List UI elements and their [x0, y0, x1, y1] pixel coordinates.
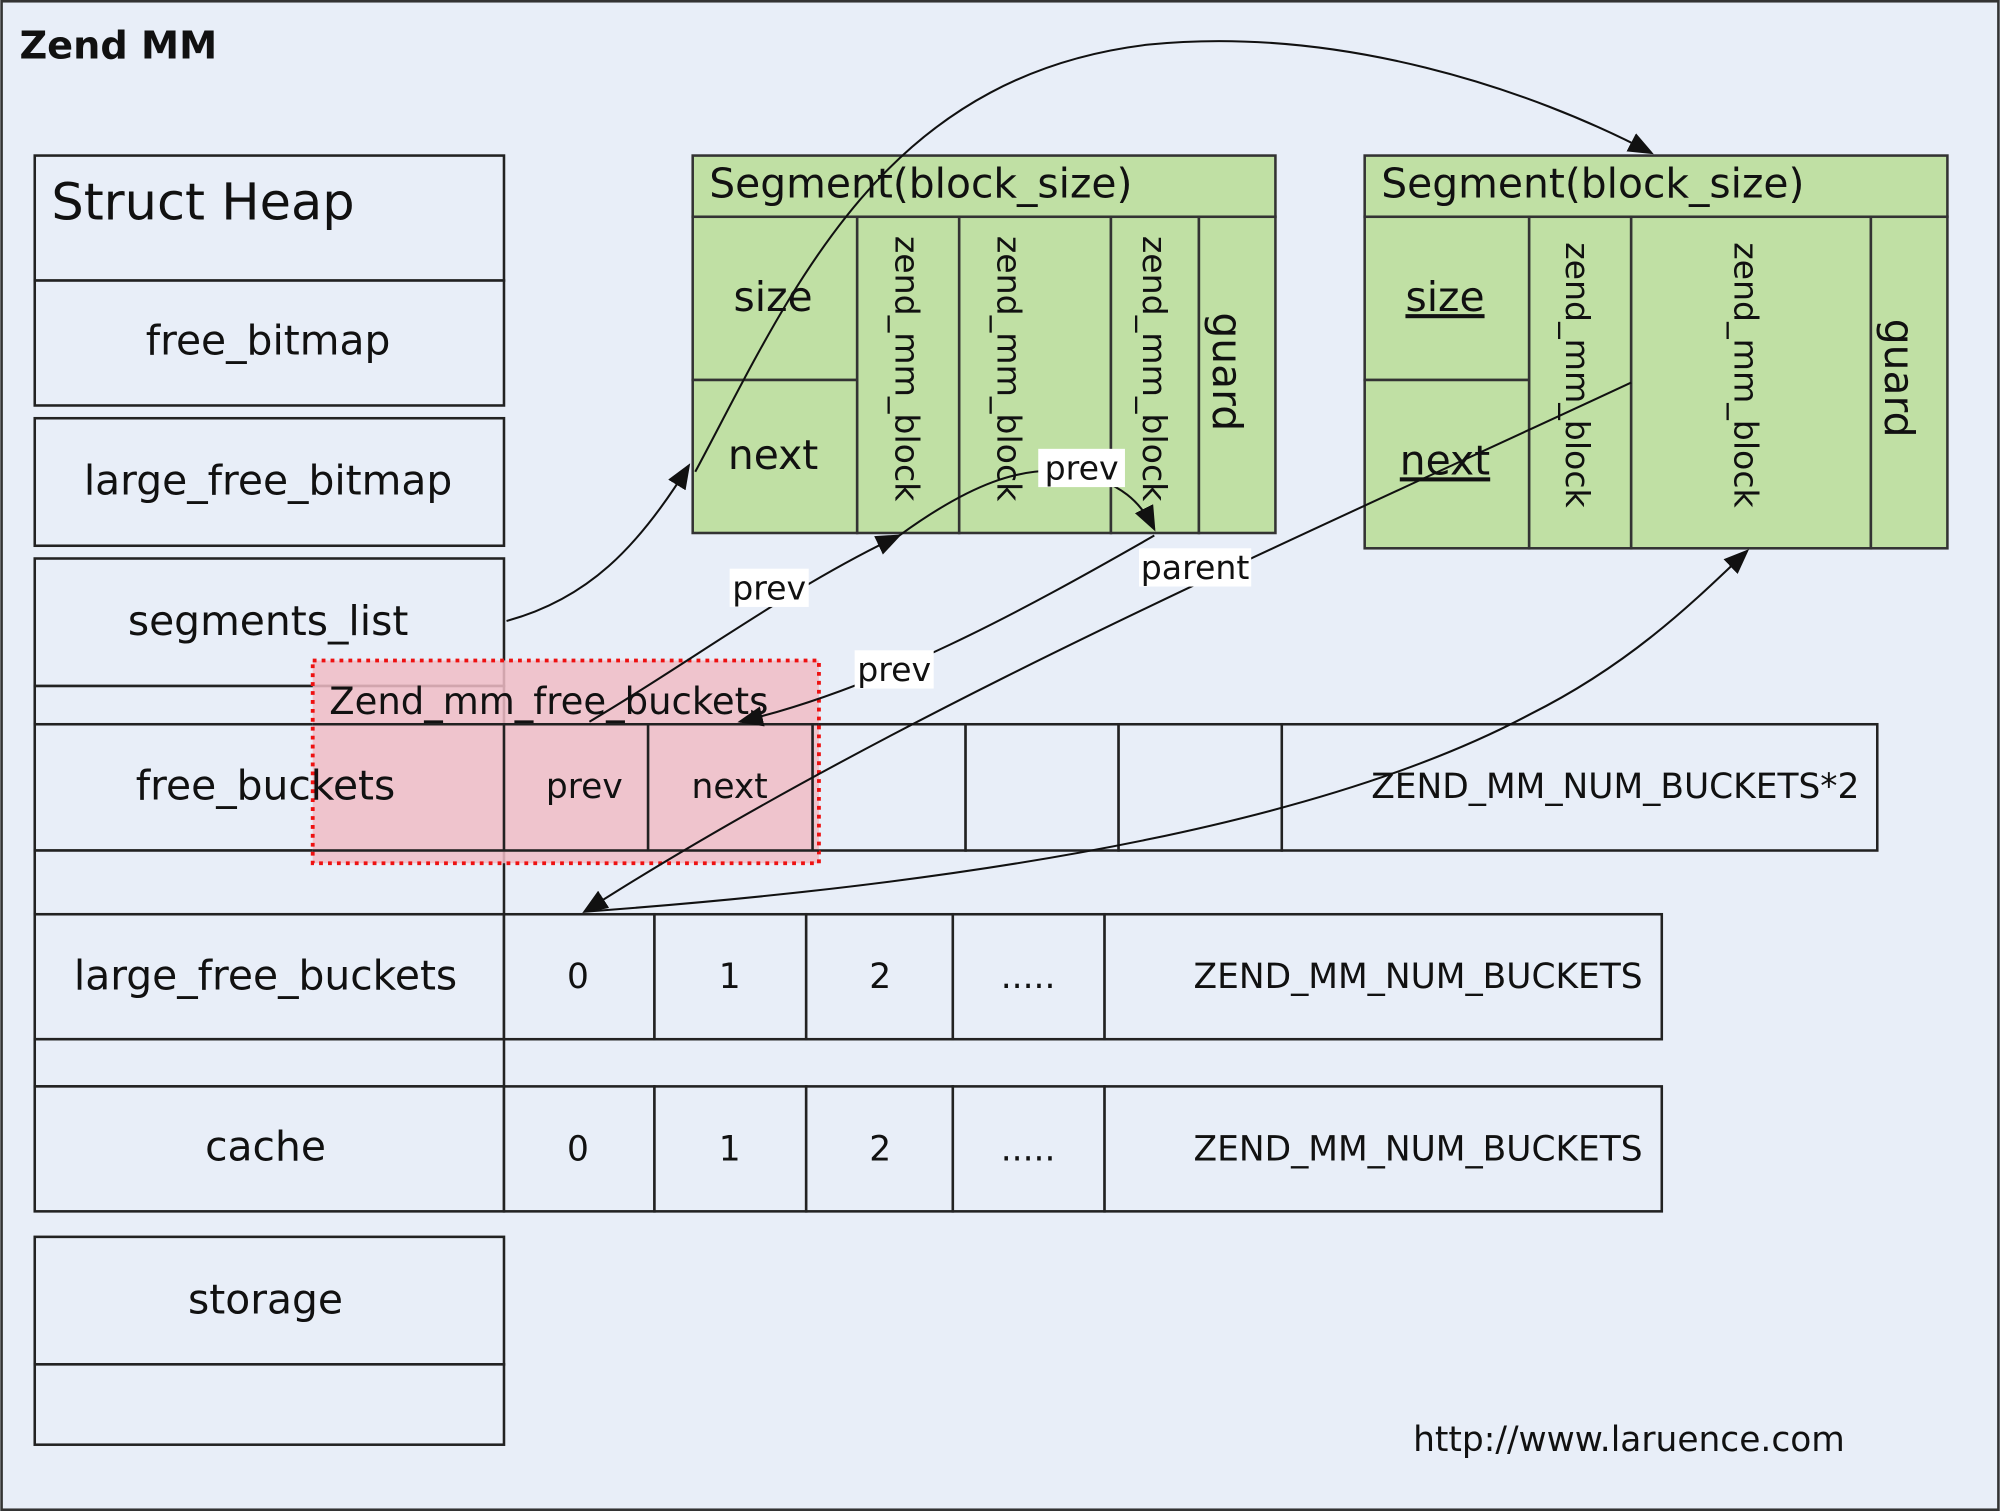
bucket-prev-label: prev: [546, 767, 623, 807]
field-label: segments_list: [128, 597, 409, 645]
array-index: 0: [567, 957, 589, 997]
field-large-free-bitmap: [33, 416, 506, 548]
field-label: large_free_buckets: [74, 951, 457, 999]
bucket-cell: [1117, 722, 1284, 852]
diagram-title: Zend MM: [19, 24, 217, 69]
arrow-segment-next: [694, 40, 1654, 473]
segment-block-label: zend_mm_block: [1726, 242, 1765, 508]
segment-size-cell: [691, 215, 859, 382]
cache-array: 0 1 2 ..... ZEND_MM_NUM_BUCKETS: [502, 1085, 1664, 1213]
bucket-cell: [964, 722, 1120, 852]
array-size-label: ZEND_MM_NUM_BUCKETS: [1194, 1129, 1643, 1169]
connectors: prev prev prev parent: [506, 40, 1750, 914]
array-cell: [502, 912, 656, 1041]
segment-block-cell: [855, 215, 961, 535]
segment-2: Segment(block_size) size next zend_mm_bl…: [1363, 154, 1949, 550]
field-storage: [33, 1235, 506, 1366]
watermark-url: http://www.laruence.com: [1413, 1420, 1845, 1460]
segment-block-label: zend_mm_block: [1558, 242, 1597, 508]
array-size-cell: [1103, 1085, 1664, 1213]
segment-next-cell: [1363, 378, 1531, 550]
arrow-parent: [582, 381, 1632, 914]
segment-1: Segment(block_size) size next zend_mm_bl…: [691, 154, 1277, 535]
array-index: 2: [869, 1129, 891, 1169]
segment-header: Segment(block_size): [709, 160, 1132, 208]
segment-next-cell: [691, 378, 859, 535]
field-label: cache: [205, 1122, 326, 1170]
segment-block-label: zend_mm_block: [1135, 236, 1174, 502]
array-index: 1: [719, 1129, 741, 1169]
segment-next-label: next: [1400, 436, 1490, 484]
segment-guard-label: guard: [1203, 312, 1251, 431]
array-cell: [653, 912, 808, 1041]
segment-guard-cell: [1197, 215, 1277, 535]
free-buckets-group-label: Zend_mm_free_buckets: [329, 680, 768, 723]
field-cache: [33, 1085, 506, 1213]
segment-block-label: zend_mm_block: [989, 236, 1028, 502]
segment-guard-cell: [1869, 215, 1949, 550]
spacer-cell: [33, 1037, 506, 1088]
array-size-cell: [1103, 912, 1664, 1041]
segment-header-cell: [691, 154, 1277, 219]
segment-block-cell: [1527, 215, 1633, 550]
struct-heap-header: Struct Heap: [51, 173, 354, 232]
field-label: large_free_bitmap: [84, 457, 453, 505]
segment-next-label: next: [728, 431, 818, 479]
free-buckets-highlight: [310, 658, 821, 866]
edge-label-parent: parent: [1141, 548, 1250, 587]
segment-header: Segment(block_size): [1381, 160, 1804, 208]
arrow-segments-list-to-segment: [506, 463, 691, 622]
array-index: 0: [567, 1129, 589, 1169]
array-ellipsis: .....: [1001, 957, 1056, 997]
array-cell: [804, 1085, 955, 1213]
field-label: storage: [188, 1275, 343, 1323]
array-cell: [804, 912, 955, 1041]
bucket-size-cell: [1280, 722, 1879, 852]
field-free-bitmap: [33, 279, 506, 407]
array-ellipsis: .....: [1001, 1129, 1056, 1169]
arrow-bucket-prev-to-block: [588, 534, 902, 723]
segment-guard-label: guard: [1875, 319, 1923, 438]
array-index: 1: [719, 957, 741, 997]
arrow-block-to-bucket-next: [737, 534, 1155, 727]
field-large-free-buckets: [33, 912, 506, 1041]
struct-heap-header-cell: [33, 154, 506, 282]
bucket-next-label: next: [692, 767, 768, 807]
bucket-cell: [811, 722, 967, 852]
struct-heap: Struct Heap free_bitmap large_free_bitma…: [33, 154, 506, 1446]
bucket-size-label: ZEND_MM_NUM_BUCKETS*2: [1371, 767, 1859, 807]
array-index: 2: [869, 957, 891, 997]
arrow-large-bucket-to-block: [584, 549, 1750, 913]
edge-label-prev: prev: [732, 568, 806, 607]
array-cell: [502, 1085, 656, 1213]
array-size-label: ZEND_MM_NUM_BUCKETS: [1194, 957, 1643, 997]
edge-label-prev: prev: [1045, 448, 1119, 487]
spacer-cell: [33, 1363, 506, 1446]
segment-size-cell: [1363, 215, 1531, 382]
segment-size-label: size: [1405, 273, 1484, 321]
segment-block-label: zend_mm_block: [887, 236, 926, 502]
edge-label-prev: prev: [857, 650, 931, 689]
segment-header-cell: [1363, 154, 1949, 219]
field-label: free_buckets: [136, 761, 396, 809]
field-label: free_bitmap: [146, 316, 391, 364]
large-free-buckets-array: 0 1 2 ..... ZEND_MM_NUM_BUCKETS: [502, 912, 1664, 1041]
free-buckets-array: ZEND_MM_NUM_BUCKETS*2 Zend_mm_free_bucke…: [136, 658, 1879, 866]
